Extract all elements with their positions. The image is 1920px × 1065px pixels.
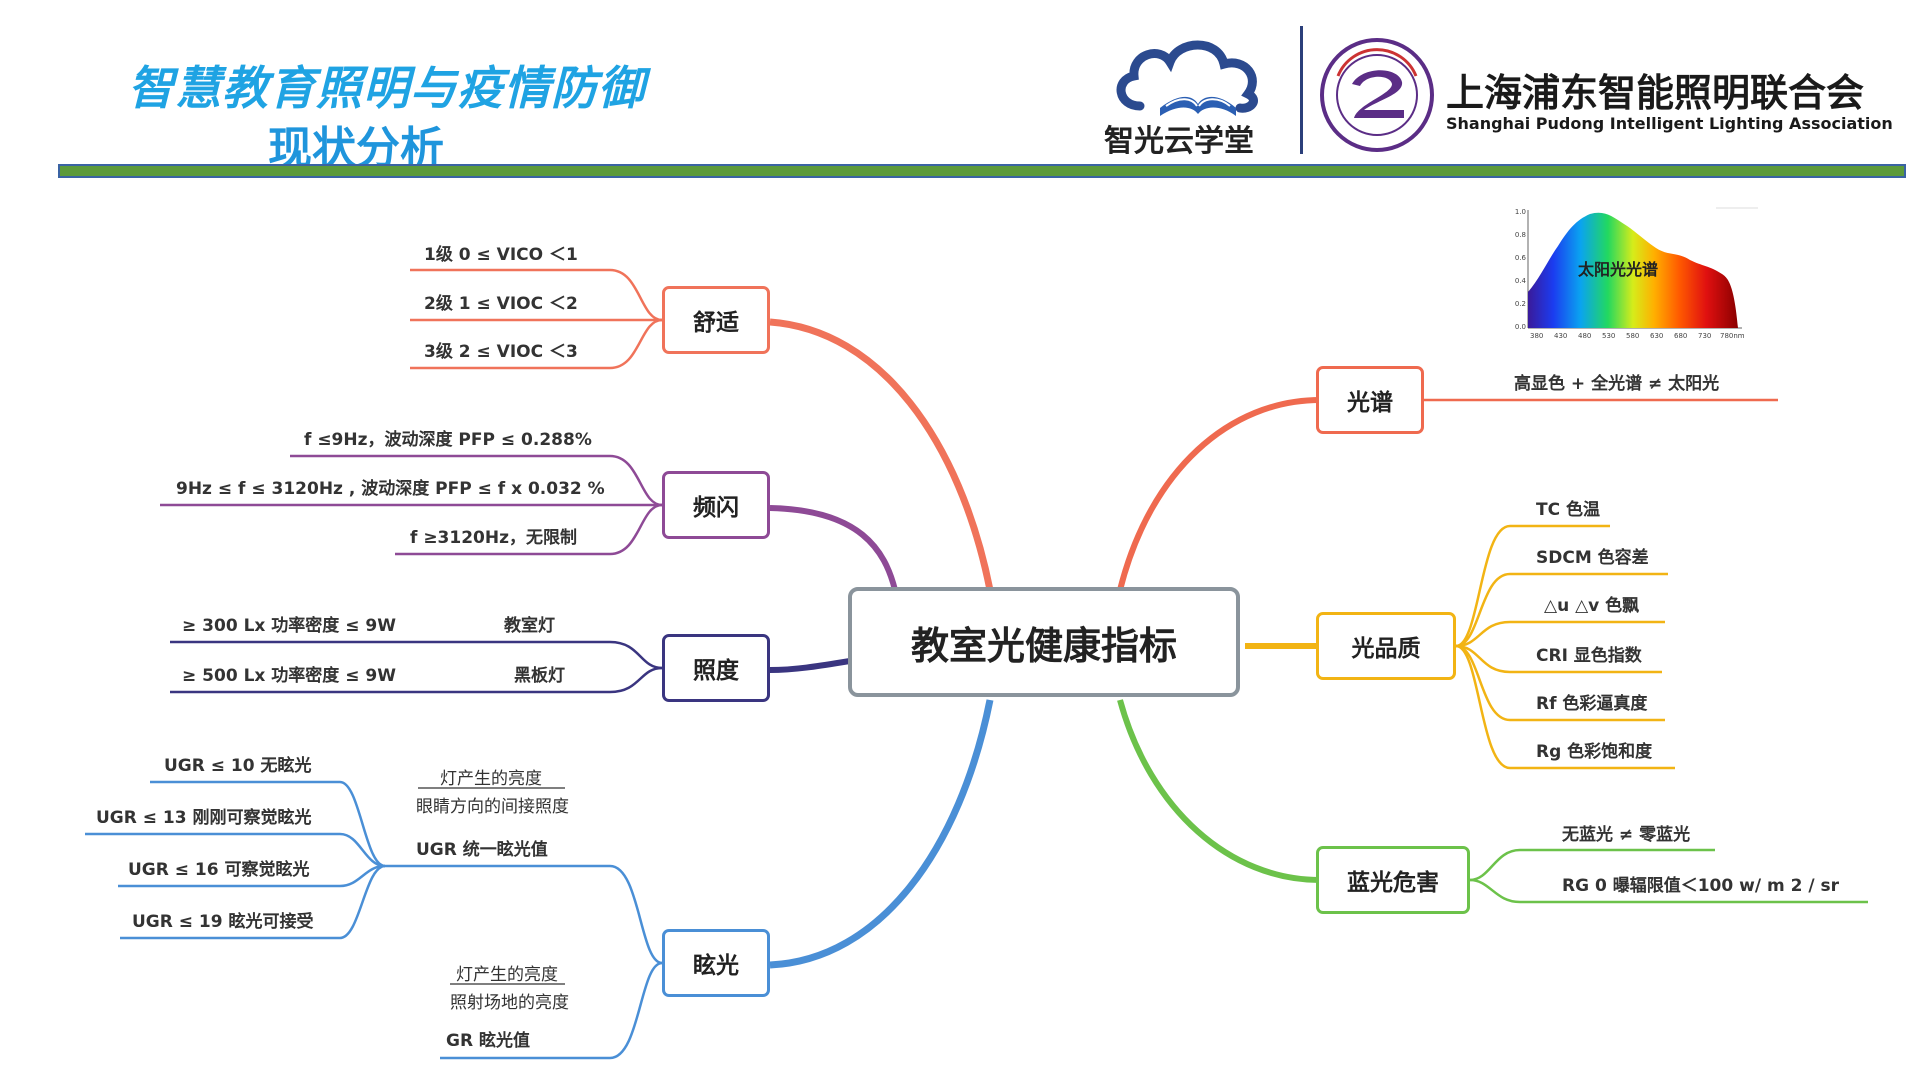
- flicker-item-2: 9Hz ≤ f ≤ 3120Hz , 波动深度 PFP ≤ f x 0.032 …: [176, 479, 605, 499]
- x-tick: 780nm: [1720, 332, 1745, 340]
- association-name-cn: 上海浦东智能照明联合会: [1446, 71, 1865, 115]
- ugr-item-4: UGR ≤ 19 眩光可接受: [132, 912, 314, 932]
- x-tick: 730: [1698, 332, 1711, 340]
- x-tick: 480: [1578, 332, 1591, 340]
- node-flicker[interactable]: 频闪: [662, 471, 770, 539]
- comfort-item-3: 3级 2 ≤ VIOC ＜3: [424, 342, 578, 362]
- comfort-item-1: 1级 0 ≤ VICO ＜1: [424, 245, 578, 265]
- x-tick: 430: [1554, 332, 1567, 340]
- node-glare[interactable]: 眩光: [662, 929, 770, 997]
- illuminance-item-2-spec: ≥ 500 Lx 功率密度 ≤ 9W: [182, 666, 396, 686]
- ugr-numerator: 灯产生的亮度: [440, 769, 542, 789]
- y-tick: 0.0: [1515, 323, 1526, 331]
- comfort-item-2: 2级 1 ≤ VIOC ＜2: [424, 294, 578, 314]
- spectrum-curve: 1.0 0.8 0.6 0.4 0.2 0.0 380 430 480 530 …: [1515, 207, 1758, 340]
- ugr-label: UGR 统一眩光值: [416, 840, 548, 860]
- zhiguang-logo: 智光云学堂: [1100, 28, 1290, 159]
- cloud-book-icon: [1116, 40, 1258, 116]
- bluelight-item-2: RG 0 曝辐限值＜100 w/ m 2 / sr: [1562, 876, 1839, 896]
- spectrum-chart-label: 太阳光光谱: [1578, 260, 1659, 279]
- quality-item-1: TC 色温: [1536, 500, 1600, 520]
- y-tick: 1.0: [1515, 208, 1526, 216]
- ugr-denominator: 眼睛方向的间接照度: [416, 797, 569, 817]
- association-seal: [1318, 36, 1436, 154]
- spectrum-item: 高显色 + 全光谱 ≠ 太阳光: [1514, 374, 1720, 394]
- gr-denominator: 照射场地的亮度: [450, 993, 569, 1013]
- quality-item-5: Rf 色彩逼真度: [1536, 694, 1648, 714]
- header-divider-bar: [58, 164, 1906, 178]
- illuminance-item-2-name: 黑板灯: [514, 666, 565, 686]
- y-tick: 0.6: [1515, 254, 1527, 262]
- quality-item-3: △u △v 色飘: [1544, 596, 1640, 616]
- x-tick: 630: [1650, 332, 1663, 340]
- node-illuminance[interactable]: 照度: [662, 634, 770, 702]
- slide-title: 智慧教育照明与疫情防御: [128, 61, 645, 115]
- ugr-item-2: UGR ≤ 13 刚刚可察觉眩光: [96, 808, 312, 828]
- gr-label: GR 眩光值: [446, 1031, 530, 1051]
- illuminance-item-1-name: 教室灯: [504, 616, 555, 636]
- bluelight-item-1: 无蓝光 ≠ 零蓝光: [1562, 825, 1691, 845]
- node-bluelight[interactable]: 蓝光危害: [1316, 846, 1470, 914]
- gr-numerator: 灯产生的亮度: [456, 965, 558, 985]
- quality-item-4: CRI 显色指数: [1536, 646, 1642, 666]
- seal-icon: [1320, 38, 1434, 152]
- x-tick: 580: [1626, 332, 1639, 340]
- flicker-item-1: f ≤9Hz，波动深度 PFP ≤ 0.288%: [304, 430, 592, 450]
- y-tick: 0.4: [1515, 277, 1527, 285]
- quality-item-2: SDCM 色容差: [1536, 548, 1649, 568]
- ugr-item-3: UGR ≤ 16 可察觉眩光: [128, 860, 310, 880]
- y-tick: 0.2: [1515, 300, 1526, 308]
- ugr-item-1: UGR ≤ 10 无眩光: [164, 756, 312, 776]
- node-spectrum[interactable]: 光谱: [1316, 366, 1424, 434]
- quality-item-6: Rg 色彩饱和度: [1536, 742, 1653, 762]
- illuminance-item-1-spec: ≥ 300 Lx 功率密度 ≤ 9W: [182, 616, 396, 636]
- y-tick: 0.8: [1515, 231, 1526, 239]
- zhiguang-logo-text: 智光云学堂: [1104, 124, 1254, 159]
- sun-spectrum-chart: 1.0 0.8 0.6 0.4 0.2 0.0 380 430 480 530 …: [1506, 200, 1766, 350]
- association-name-en: Shanghai Pudong Intelligent Lighting Ass…: [1446, 114, 1893, 133]
- center-node[interactable]: 教室光健康指标: [848, 587, 1240, 697]
- flicker-item-3: f ≥3120Hz，无限制: [410, 528, 577, 548]
- x-tick: 680: [1674, 332, 1687, 340]
- node-comfort[interactable]: 舒适: [662, 286, 770, 354]
- node-quality[interactable]: 光品质: [1316, 612, 1456, 680]
- logo-divider: [1300, 26, 1303, 154]
- x-tick: 530: [1602, 332, 1615, 340]
- x-tick: 380: [1530, 332, 1543, 340]
